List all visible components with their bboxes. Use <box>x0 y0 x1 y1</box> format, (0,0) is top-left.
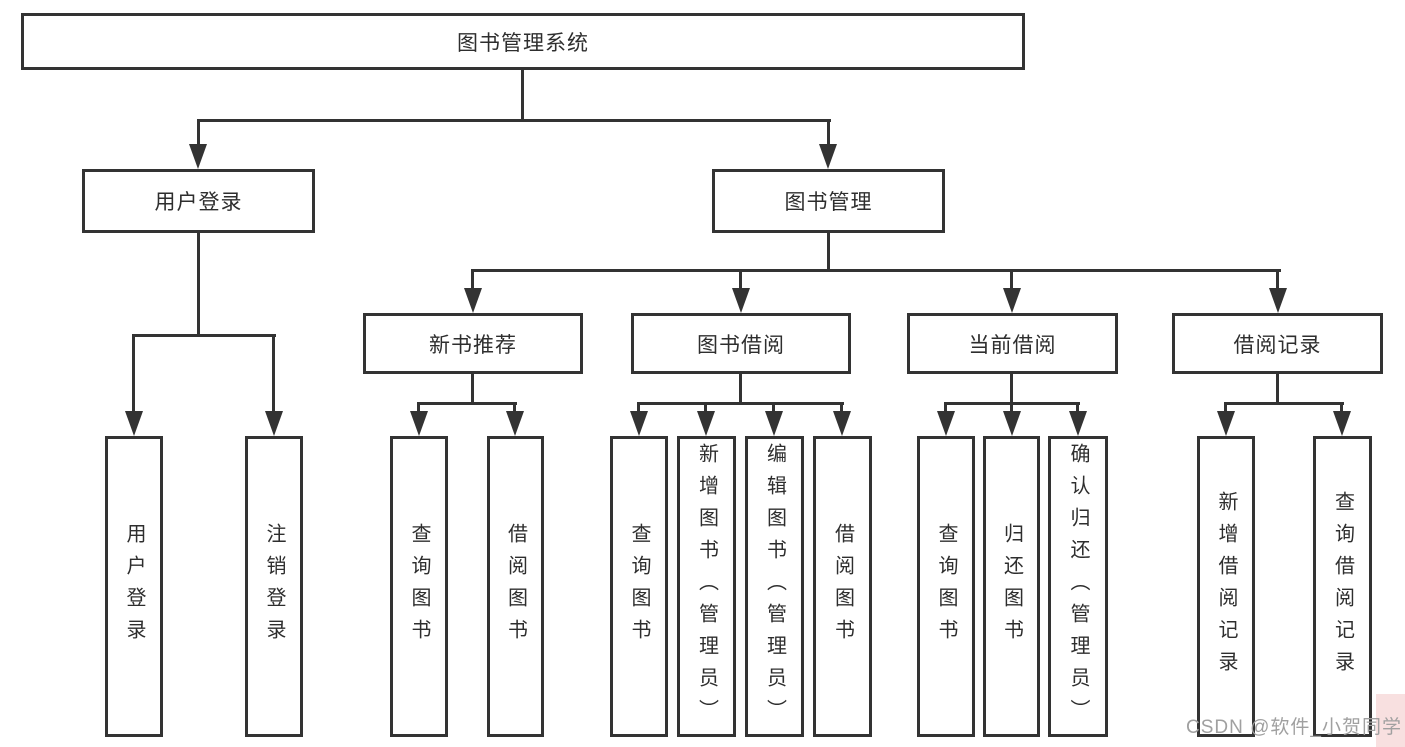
connector-stub <box>471 374 474 404</box>
arrowhead-leaf <box>1003 411 1021 436</box>
connector-drop <box>840 404 843 412</box>
node-book-borrowing: 图书借阅 <box>631 313 851 374</box>
connector-stub <box>1010 374 1013 404</box>
node-library-management-system: 图书管理系统 <box>21 13 1025 70</box>
arrowhead-new-book-rec <box>464 288 482 313</box>
connector-drop <box>1224 404 1227 412</box>
arrowhead-current-borrow <box>1003 288 1021 313</box>
leaf-logout-login: 注销登录 <box>245 436 303 737</box>
leaf-query-books-recommend: 查询图书 <box>390 436 448 737</box>
connector-rail <box>417 402 517 405</box>
arrowhead-leaf <box>697 411 715 436</box>
leaf-return-books: 归还图书 <box>983 436 1040 737</box>
leaf-label: 查询图书 <box>408 522 430 651</box>
leaf-label: 归还图书 <box>1000 522 1023 651</box>
leaf-label: 查询图书 <box>628 522 650 651</box>
connector-drop <box>1010 404 1013 412</box>
node-new-book-recommend: 新书推荐 <box>363 313 583 374</box>
arrowhead-leaf <box>765 411 783 436</box>
connector-stub <box>739 374 742 404</box>
connector-leaf-drop <box>272 336 275 412</box>
connector-drop <box>471 271 474 289</box>
connector-drop <box>739 271 742 289</box>
connector-user-login-drop <box>197 120 200 146</box>
node-label: 图书管理 <box>784 191 873 214</box>
arrowhead-leaf <box>410 411 428 436</box>
leaf-label: 借阅图书 <box>504 522 527 651</box>
connector-book-mgmt-stub <box>827 233 830 271</box>
leaf-query-borrow-record: 查询借阅记录 <box>1313 436 1372 737</box>
leaf-add-borrow-record: 新增借阅记录 <box>1197 436 1255 737</box>
node-label: 新书推荐 <box>429 333 517 357</box>
connector-level2-rail <box>197 119 831 122</box>
arrowhead-user-login <box>189 144 207 169</box>
arrowhead-borrow-record <box>1269 288 1287 313</box>
leaf-add-books-admin: 新增图书（管理员） <box>677 436 736 737</box>
connector-drop <box>513 404 516 412</box>
connector-user-login-rail <box>132 334 276 337</box>
connector-drop <box>772 404 775 412</box>
leaf-label: 查询图书 <box>935 522 957 651</box>
connector-drop <box>1276 271 1279 289</box>
leaf-label: 注销登录 <box>263 522 285 651</box>
node-label: 借阅记录 <box>1233 333 1322 357</box>
connector-book-mgmt-drop <box>827 120 830 146</box>
leaf-user-login: 用户登录 <box>105 436 163 737</box>
leaf-query-books-borrowing: 查询图书 <box>610 436 668 737</box>
connector-rail <box>1224 402 1344 405</box>
arrowhead-leaf <box>506 411 524 436</box>
connector-root-stub <box>521 70 524 121</box>
leaf-confirm-return-admin: 确认归还（管理员） <box>1048 436 1108 737</box>
arrowhead-book-borrow <box>732 288 750 313</box>
watermark: CSDN @软件_小贺同学 <box>1186 717 1402 738</box>
watermark-highlight <box>1376 694 1405 747</box>
arrowhead-leaf <box>1333 411 1351 436</box>
leaf-label: 新增图书（管理员） <box>695 442 718 731</box>
connector-stub <box>1276 374 1279 404</box>
connector-drop <box>944 404 947 412</box>
connector-drop <box>1076 404 1079 412</box>
node-label: 当前借阅 <box>968 333 1057 357</box>
arrowhead-leaf <box>1217 411 1235 436</box>
arrowhead-leaf <box>630 411 648 436</box>
arrowhead-leaf-user-login <box>125 411 143 436</box>
connector-drop <box>637 404 640 412</box>
node-label: 用户登录 <box>154 191 243 214</box>
node-book-management: 图书管理 <box>712 169 945 233</box>
node-label: 图书管理系统 <box>457 31 589 55</box>
arrowhead-book-mgmt <box>819 144 837 169</box>
arrowhead-leaf <box>937 411 955 436</box>
connector-drop <box>1340 404 1343 412</box>
leaf-label: 确认归还（管理员） <box>1067 442 1089 731</box>
leaf-edit-books-admin: 编辑图书（管理员） <box>745 436 804 737</box>
connector-user-login-stub <box>197 233 200 336</box>
arrowhead-leaf <box>833 411 851 436</box>
connector-rail <box>944 402 1080 405</box>
connector-rail <box>637 402 844 405</box>
leaf-label: 编辑图书（管理员） <box>763 442 786 731</box>
connector-drop <box>417 404 420 412</box>
node-current-borrowing: 当前借阅 <box>907 313 1118 374</box>
leaf-label: 用户登录 <box>123 522 145 651</box>
leaf-label: 借阅图书 <box>831 522 854 651</box>
leaf-label: 查询借阅记录 <box>1331 490 1354 683</box>
leaf-query-books-current: 查询图书 <box>917 436 975 737</box>
arrowhead-leaf-logout <box>265 411 283 436</box>
arrowhead-leaf <box>1069 411 1087 436</box>
leaf-label: 新增借阅记录 <box>1215 490 1237 683</box>
leaf-borrow-books-borrowing: 借阅图书 <box>813 436 872 737</box>
connector-leaf-drop <box>132 336 135 412</box>
leaf-borrow-books-recommend: 借阅图书 <box>487 436 544 737</box>
node-user-login: 用户登录 <box>82 169 315 233</box>
node-label: 图书借阅 <box>697 333 785 357</box>
connector-drop <box>704 404 707 412</box>
node-borrowing-records: 借阅记录 <box>1172 313 1383 374</box>
connector-level3-rail <box>471 269 1281 272</box>
connector-drop <box>1010 271 1013 289</box>
